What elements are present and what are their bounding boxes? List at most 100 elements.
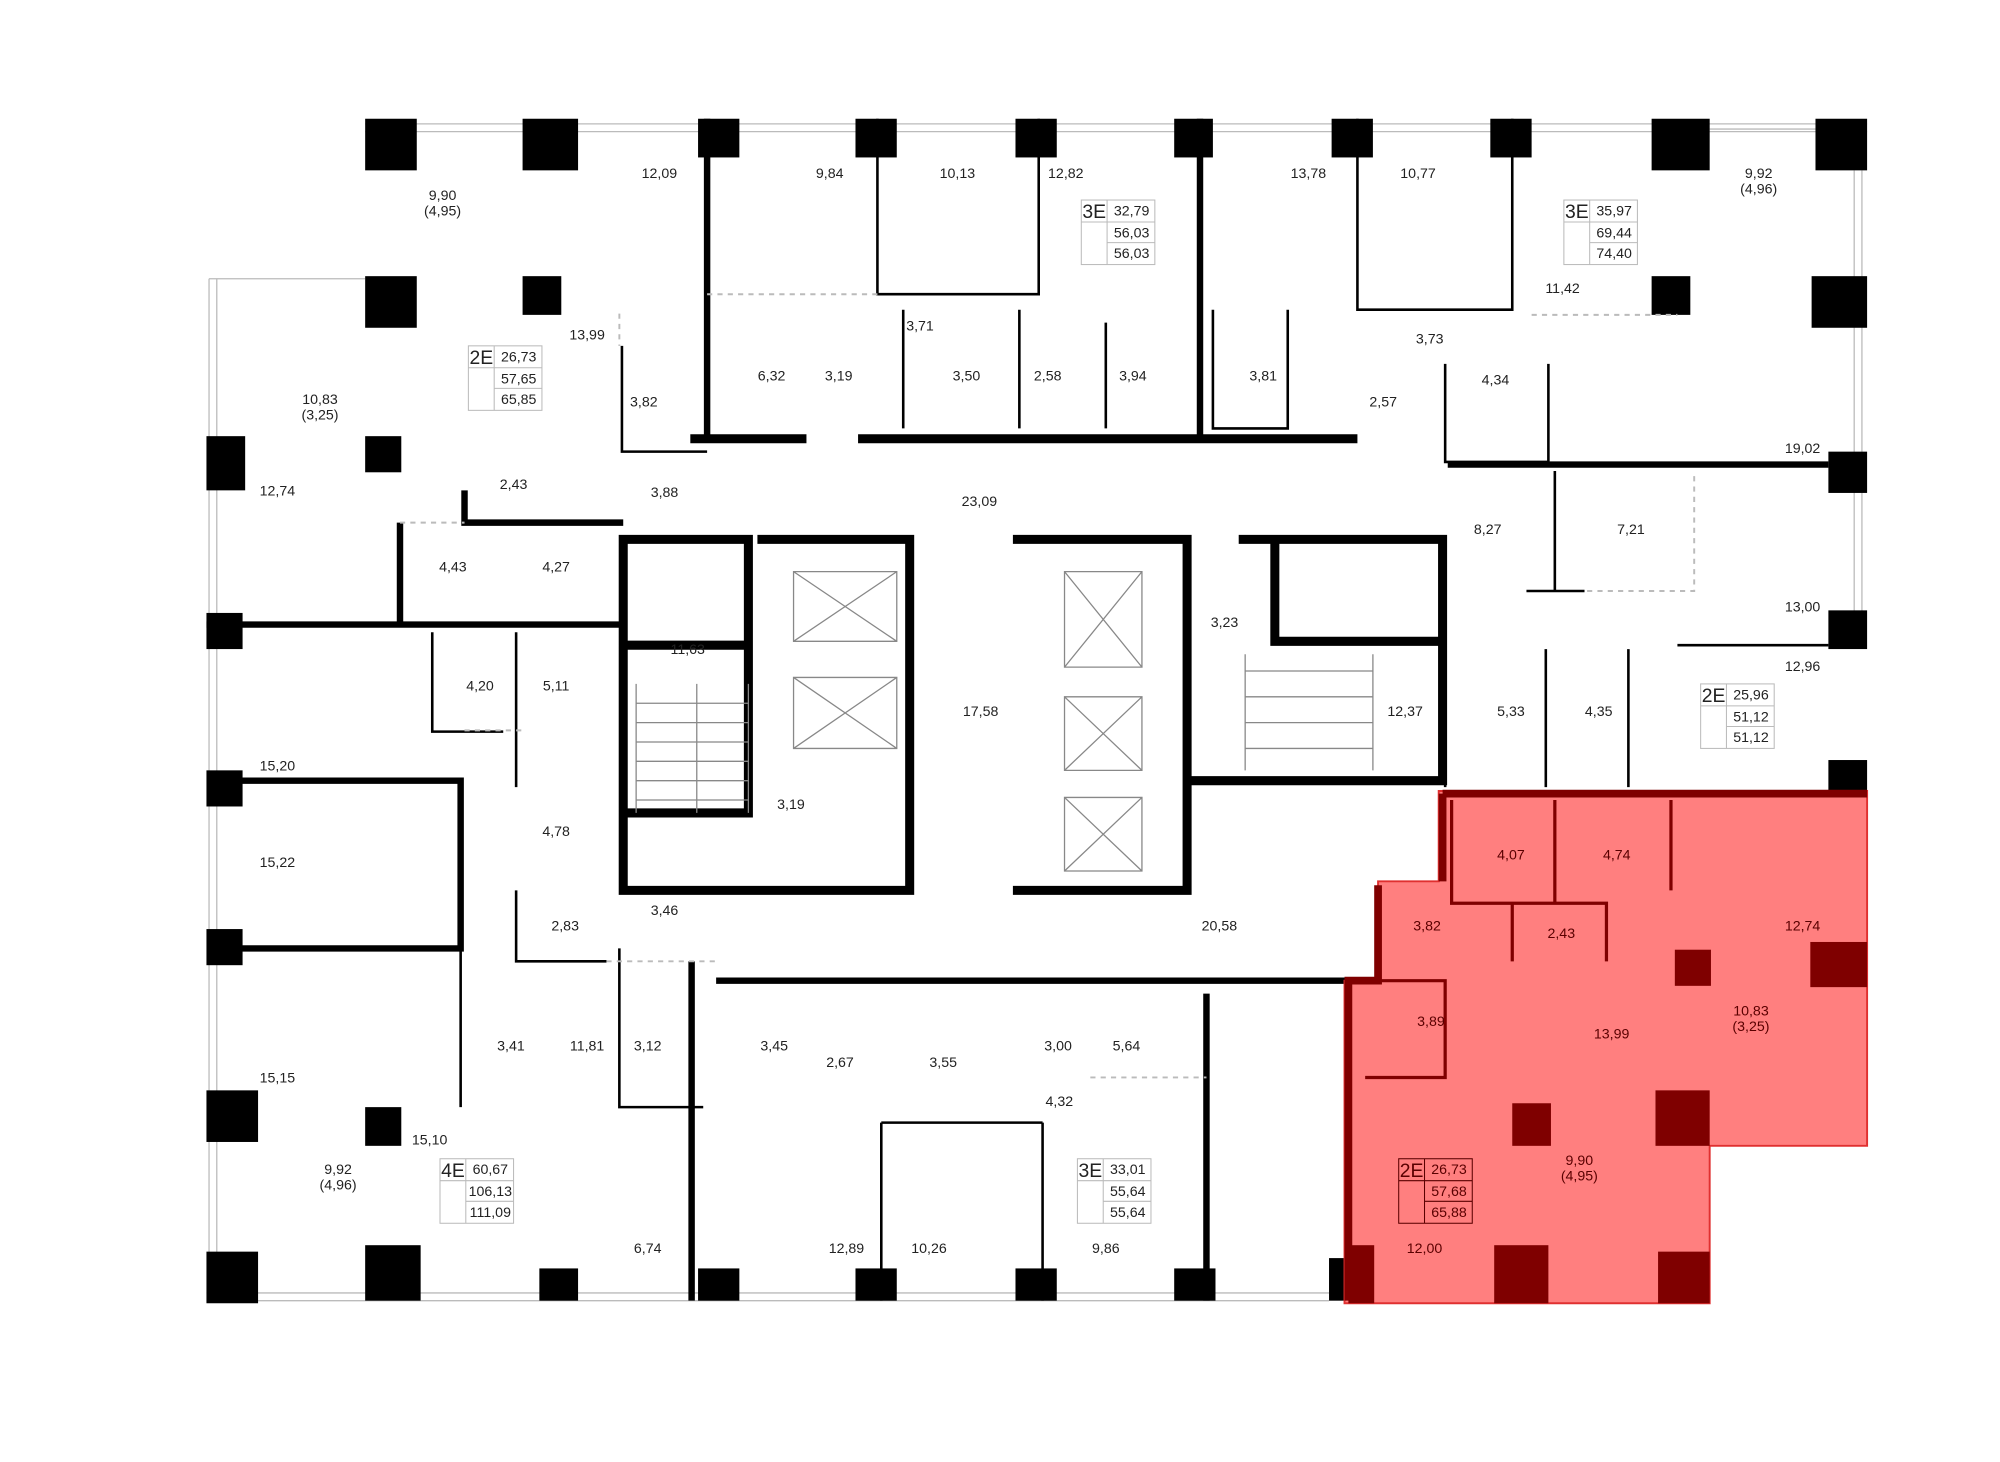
room-area-label: 19,02 bbox=[1785, 441, 1821, 457]
highlighted-room-area-label: 3,82 bbox=[1413, 918, 1441, 934]
living-area: 60,67 bbox=[473, 1162, 509, 1178]
room-area-label: 12,74 bbox=[260, 484, 296, 500]
room-area-label: 3,19 bbox=[777, 797, 805, 813]
living-area: 26,73 bbox=[501, 349, 537, 365]
highlighted-columns bbox=[1348, 941, 1868, 1304]
room-area-label: 9,84 bbox=[816, 166, 844, 182]
room-area-label: 7,21 bbox=[1617, 522, 1645, 538]
room-area-label: 12,89 bbox=[829, 1241, 865, 1257]
column bbox=[365, 118, 417, 171]
column bbox=[1331, 118, 1373, 158]
column bbox=[1015, 1268, 1057, 1301]
room-area-label: (4,96) bbox=[1740, 182, 1777, 198]
room-area-label: 3,12 bbox=[634, 1038, 662, 1054]
apartment-area: 106,13 bbox=[469, 1184, 513, 1200]
room-area-label: 10,13 bbox=[940, 166, 976, 182]
highlighted-room-area-label: (4,95) bbox=[1561, 1169, 1598, 1185]
room-area-label: 11,81 bbox=[570, 1038, 605, 1054]
room-area-label: 23,09 bbox=[962, 494, 998, 510]
room-area-label: 9,86 bbox=[1092, 1241, 1120, 1257]
room-area-label: 9,92 bbox=[1745, 166, 1773, 182]
apartment-area: 57,68 bbox=[1431, 1184, 1467, 1200]
column bbox=[206, 1090, 259, 1142]
column bbox=[206, 770, 243, 807]
highlighted-apartment-area[interactable] bbox=[1343, 790, 1869, 1305]
apartment-type: 2E bbox=[469, 347, 493, 369]
room-area-label: 4,32 bbox=[1046, 1094, 1074, 1110]
column bbox=[365, 1245, 421, 1301]
room-area-label: 8,27 bbox=[1474, 522, 1502, 538]
highlighted-room-area-label: 12,74 bbox=[1785, 918, 1821, 934]
room-area-label: 15,20 bbox=[260, 758, 296, 774]
structural-columns bbox=[206, 118, 1868, 1304]
room-area-label: 4,20 bbox=[466, 678, 494, 694]
stairs bbox=[635, 654, 1374, 813]
room-area-label: 10,26 bbox=[911, 1241, 947, 1257]
total-area: 111,09 bbox=[470, 1205, 511, 1221]
room-area-label: 3,00 bbox=[1044, 1038, 1072, 1054]
room-area-label: 3,19 bbox=[825, 369, 853, 385]
room-area-label: 12,09 bbox=[642, 166, 678, 182]
room-area-label: 13,99 bbox=[569, 327, 605, 343]
room-area-label: 17,58 bbox=[963, 704, 999, 720]
column bbox=[698, 1268, 740, 1301]
apartment-area: 51,12 bbox=[1733, 709, 1769, 725]
column bbox=[1651, 118, 1710, 171]
room-area-label: 12,37 bbox=[1387, 704, 1423, 720]
room-area-label: 6,32 bbox=[758, 369, 786, 385]
total-area: 55,64 bbox=[1110, 1205, 1146, 1221]
room-area-label: 3,82 bbox=[630, 394, 658, 410]
column bbox=[855, 1268, 897, 1301]
room-area-label: 10,77 bbox=[1400, 166, 1436, 182]
column bbox=[1174, 118, 1213, 158]
room-area-label: 10,83 bbox=[302, 392, 338, 408]
living-area: 32,79 bbox=[1114, 204, 1150, 220]
elevator-shafts bbox=[792, 571, 1143, 872]
highlighted-room-area-label: 13,99 bbox=[1594, 1027, 1630, 1043]
total-area: 74,40 bbox=[1596, 246, 1632, 262]
room-area-label: 15,22 bbox=[260, 855, 296, 871]
room-area-label: 4,78 bbox=[542, 824, 570, 840]
room-area-label: (4,96) bbox=[320, 1178, 357, 1194]
room-area-label: 5,33 bbox=[1497, 704, 1525, 720]
highlighted-room-area-label: 10,83 bbox=[1733, 1004, 1769, 1020]
column bbox=[1015, 118, 1057, 158]
room-area-label: 9,90 bbox=[429, 188, 457, 204]
room-area-label: 3,45 bbox=[760, 1038, 788, 1054]
highlighted-room-area-label: (3,25) bbox=[1732, 1019, 1769, 1035]
room-area-label: 3,41 bbox=[497, 1038, 525, 1054]
column bbox=[522, 118, 579, 171]
room-area-label: 11,63 bbox=[671, 642, 706, 658]
walls bbox=[206, 118, 1829, 1301]
total-area: 56,03 bbox=[1114, 246, 1150, 262]
room-area-label: 2,43 bbox=[500, 477, 528, 493]
room-area-label: 13,00 bbox=[1785, 600, 1821, 616]
column bbox=[1815, 118, 1868, 171]
room-area-label: 3,73 bbox=[1416, 331, 1444, 347]
total-area: 51,12 bbox=[1733, 730, 1769, 746]
room-area-label: 9,92 bbox=[324, 1162, 352, 1178]
room-area-label: 3,23 bbox=[1211, 615, 1239, 631]
column bbox=[1828, 610, 1868, 650]
room-area-label: 5,11 bbox=[543, 678, 570, 694]
room-area-label: 3,46 bbox=[651, 903, 679, 919]
highlighted-room-area-label: 4,07 bbox=[1497, 847, 1525, 863]
highlighted-room-area-label: 12,00 bbox=[1407, 1241, 1443, 1257]
room-area-label: 5,64 bbox=[1113, 1038, 1141, 1054]
room-area-label: (3,25) bbox=[301, 407, 338, 423]
column bbox=[206, 612, 243, 650]
column bbox=[365, 1107, 402, 1146]
apartment-type: 3E bbox=[1078, 1160, 1102, 1182]
room-area-label: 2,57 bbox=[1369, 394, 1397, 410]
apartment-type: 2E bbox=[1400, 1160, 1424, 1182]
